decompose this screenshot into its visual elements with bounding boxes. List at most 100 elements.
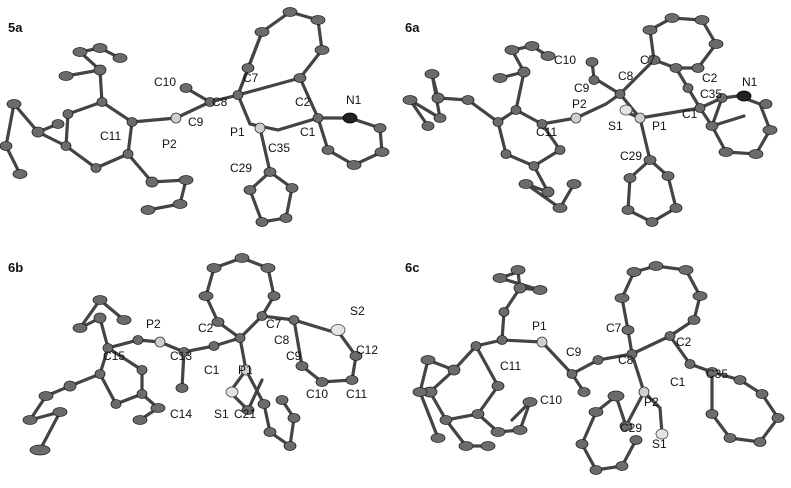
carbon-atom-ellipsoid [179,83,193,93]
carbon-atom-ellipsoid [145,176,159,188]
carbon-atom-ellipsoid [461,95,475,105]
carbon-atom-ellipsoid [614,89,626,99]
bond-path [4,100,68,176]
carbon-atom-ellipsoid [295,361,309,371]
phosphorus-atom-ellipsoid [154,336,166,348]
carbon-atom-ellipsoid [532,285,548,295]
phosphorus-atom-ellipsoid [170,112,182,124]
sulfur-atom-ellipsoid [655,428,669,440]
carbon-atom-ellipsoid [492,273,508,283]
carbon-atom-ellipsoid [412,387,428,397]
carbon-atom-ellipsoid [621,325,635,335]
carbon-atom-ellipsoid [31,126,45,138]
carbon-atom-ellipsoid [716,93,728,103]
molecule-6a [402,13,778,227]
atom-label-s1: S1 [608,119,623,133]
carbon-atom-ellipsoid [321,145,335,155]
atom-label-c2: C2 [676,335,692,349]
carbon-atom-ellipsoid [283,441,297,451]
carbon-atom-ellipsoid [540,51,556,61]
carbon-atom-ellipsoid [692,291,708,301]
atom-label-p2: P2 [572,97,587,111]
atom-label-c2: C2 [702,71,718,85]
carbon-atom-ellipsoid [705,367,719,377]
carbon-atom-ellipsoid [293,73,307,83]
carbon-atom-ellipsoid [349,351,363,361]
sulfur-atom-ellipsoid [225,386,239,398]
bond-path [64,100,134,170]
bond-path [569,352,634,394]
carbon-atom-ellipsoid [72,47,88,57]
panel-label-6c: 6c [405,260,419,275]
carbon-atom-ellipsoid [554,145,566,155]
carbon-atom-ellipsoid [626,349,638,359]
carbon-atom-ellipsoid [93,64,107,76]
carbon-atom-ellipsoid [517,66,531,78]
carbon-atom-ellipsoid [510,265,526,275]
atom-label-p1: P1 [230,125,245,139]
carbon-atom-ellipsoid [759,99,773,109]
carbon-atom-ellipsoid [94,369,106,379]
carbon-atom-ellipsoid [684,359,696,369]
carbon-atom-ellipsoid [92,295,108,305]
atom-label-c9: C9 [566,345,582,359]
atom-label-c35: C35 [268,141,290,155]
carbon-atom-ellipsoid [255,217,269,227]
atom-label-c8: C8 [274,333,290,347]
carbon-atom-ellipsoid [664,331,676,341]
carbon-atom-ellipsoid [178,175,194,185]
atom-label-c1: C1 [300,125,316,139]
panel-6c: 6c P1 C7 C2 C9 C11 C8 C1 C35 C10 P2 C29 … [405,260,785,475]
carbon-atom-ellipsoid [178,347,190,357]
atom-label-c29: C29 [230,161,252,175]
carbon-atom-ellipsoid [51,119,65,129]
atom-label-c9: C9 [574,81,590,95]
bond-path [78,297,126,350]
carbon-atom-ellipsoid [588,75,600,85]
atom-label-p2: P2 [162,137,177,151]
carbon-atom-ellipsoid [345,375,359,385]
atom-group [402,13,778,227]
carbon-atom-ellipsoid [678,265,694,275]
carbon-atom-ellipsoid [748,149,764,159]
carbon-atom-ellipsoid [204,97,216,107]
carbon-atom-ellipsoid [62,109,74,119]
carbon-atom-ellipsoid [498,307,510,317]
bond-path [698,106,746,128]
carbon-atom-ellipsoid [58,71,74,81]
carbon-atom-ellipsoid [433,113,447,123]
carbon-atom-ellipsoid [310,15,326,25]
phosphorus-atom-ellipsoid [536,336,548,348]
carbon-atom-ellipsoid [694,15,710,25]
atom-group [412,261,785,475]
carbon-atom-ellipsoid [480,441,496,451]
carbon-atom-ellipsoid [577,387,591,397]
carbon-atom-ellipsoid [256,311,268,321]
carbon-atom-ellipsoid [234,333,246,343]
carbon-atom-ellipsoid [122,149,134,159]
atom-label-c1: C1 [204,363,220,377]
carbon-atom-ellipsoid [6,99,22,109]
atom-label-c9: C9 [286,349,302,363]
carbon-atom-ellipsoid [510,105,522,115]
panel-6b: 6b S2 P2 C2 C7 C8 C15 C13 C9 C12 C1 P1 C… [8,253,378,456]
carbon-atom-ellipsoid [172,199,188,209]
atom-label-c2: C2 [295,95,311,109]
carbon-atom-ellipsoid [490,427,506,437]
bond-path [408,73,500,128]
atom-label-c12: C12 [356,343,378,357]
carbon-atom-ellipsoid [241,63,255,73]
carbon-atom-ellipsoid [232,90,244,100]
carbon-atom-ellipsoid [524,41,540,51]
carbon-atom-ellipsoid [279,213,293,223]
atom-label-c14: C14 [170,407,192,421]
carbon-atom-ellipsoid [431,92,445,104]
atom-label-n1: N1 [346,93,362,107]
carbon-atom-ellipsoid [492,117,504,127]
phosphorus-atom-ellipsoid [254,122,266,134]
carbon-atom-ellipsoid [0,141,13,151]
carbon-atom-ellipsoid [588,407,604,417]
atom-label-c8: C8 [618,69,634,83]
carbon-atom-ellipsoid [287,413,301,423]
sulfur-atom-ellipsoid [330,324,346,336]
